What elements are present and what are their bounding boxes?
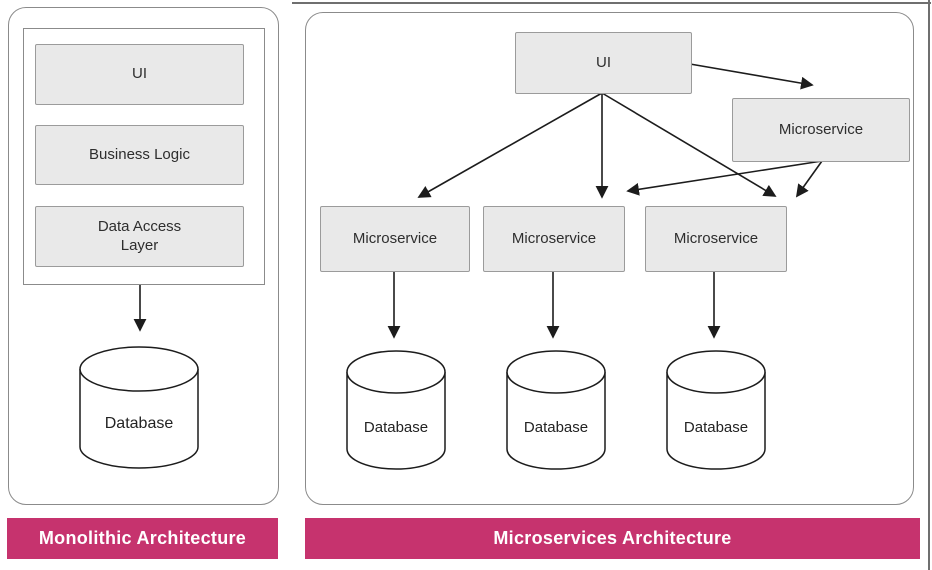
monolithic-architecture-banner: Monolithic Architecture [7, 518, 278, 559]
mono-layer-ui: UI [35, 44, 244, 105]
satellite-microservice-label: Microservice [778, 120, 864, 138]
microservice-2-box: Microservice [483, 206, 625, 272]
microservices-panel [305, 12, 914, 505]
page-right-edge-line [928, 0, 930, 570]
database-3-label: Database [683, 419, 749, 436]
mono-layer-ui-label: UI [132, 65, 147, 83]
micro-ui-box: UI [515, 32, 692, 94]
micro-ui-label: UI [596, 53, 611, 71]
monolith-panel [8, 7, 279, 505]
monolith-application-stack [23, 28, 265, 285]
microservice-1-box: Microservice [320, 206, 470, 272]
microservices-banner-label: Microservices Architecture [493, 528, 732, 548]
monolithic-banner-label: Monolithic Architecture [38, 528, 247, 548]
mono-layer-data-access: Data Access Layer [35, 206, 244, 267]
mono-layer-data-access-label: Data Access Layer [97, 217, 182, 254]
satellite-microservice-box: Microservice [732, 98, 910, 162]
microservice-2-label: Microservice [511, 229, 597, 247]
microservice-1-label: Microservice [352, 229, 438, 247]
mono-layer-business-logic-label: Business Logic [89, 145, 190, 163]
microservice-3-label: Microservice [673, 229, 759, 247]
microservices-architecture-banner: Microservices Architecture [305, 518, 920, 559]
database-1-label: Database [363, 419, 429, 436]
mono-layer-business-logic: Business Logic [35, 125, 244, 185]
database-2-label: Database [523, 419, 589, 436]
microservice-3-box: Microservice [645, 206, 787, 272]
mono-database-label: Database [104, 415, 174, 432]
page-top-edge-line [292, 2, 931, 4]
